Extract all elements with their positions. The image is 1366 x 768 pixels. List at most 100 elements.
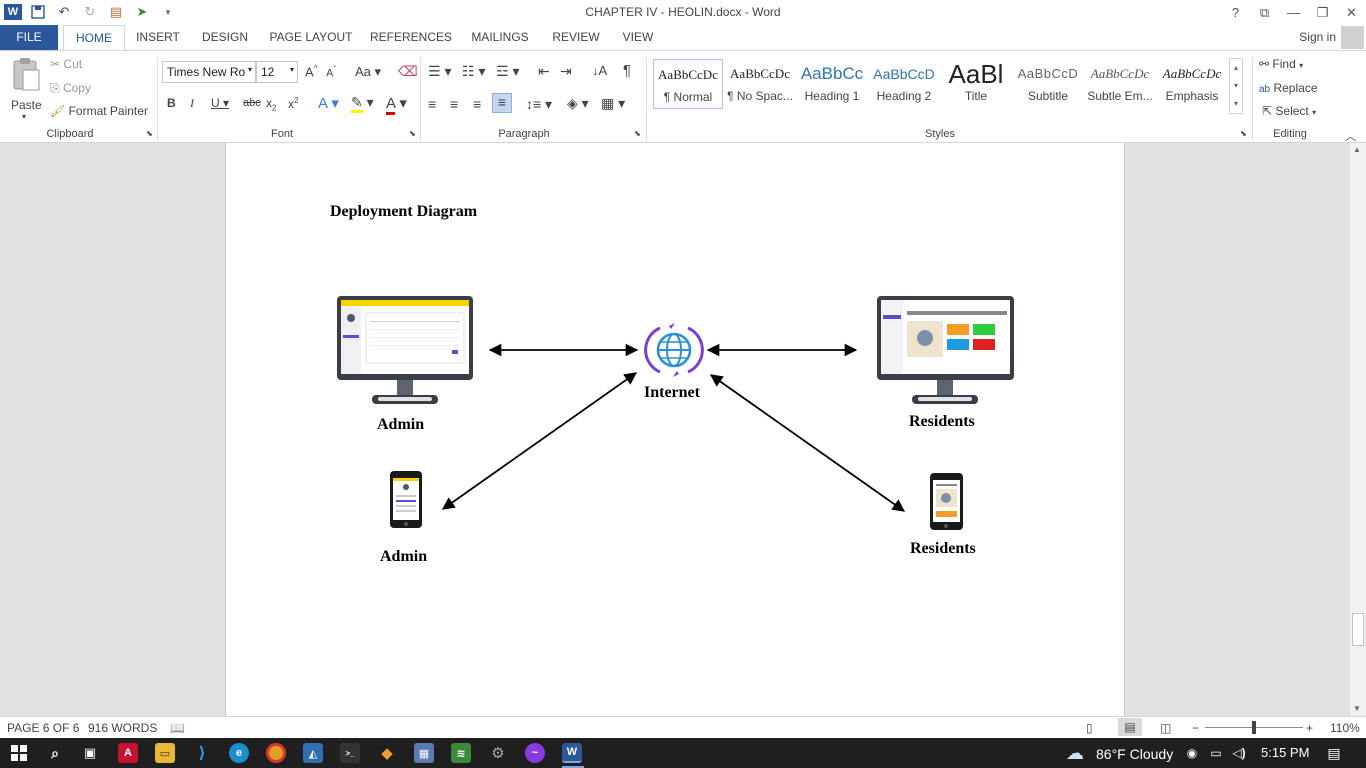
zoom-out-icon[interactable]: −	[1192, 721, 1200, 735]
start-icon[interactable]	[9, 743, 29, 763]
close-button[interactable]: ✕	[1346, 4, 1357, 20]
tab-mailings[interactable]: MAILINGS	[471, 30, 529, 44]
read-mode-icon[interactable]: ▯	[1086, 721, 1093, 735]
font-launcher-icon[interactable]: ⬊	[409, 129, 416, 138]
clipboard-launcher-icon[interactable]: ⬊	[146, 129, 153, 138]
file-explorer-icon[interactable]: ▭	[155, 743, 175, 763]
redo-icon[interactable]: ↻	[84, 4, 96, 19]
underline-button[interactable]: U ▾	[211, 96, 230, 110]
save-icon[interactable]	[28, 2, 48, 22]
align-left-button[interactable]: ≡	[428, 96, 437, 112]
align-right-button[interactable]: ≡	[473, 96, 482, 112]
minimize-button[interactable]: —	[1287, 5, 1300, 20]
font-name-box[interactable]: Times New Ro▾	[162, 61, 256, 83]
control-panel-icon[interactable]: ▦	[414, 743, 434, 763]
numbering-button[interactable]: ☷ ▾	[462, 63, 486, 79]
change-case-button[interactable]: Aa ▾	[355, 64, 382, 79]
copy-button[interactable]: ⎘ Copy	[50, 81, 91, 96]
paste-button[interactable]: Paste ▾	[8, 56, 44, 122]
bullets-button[interactable]: ☰ ▾	[428, 63, 452, 79]
zoom-level[interactable]: 110%	[1330, 721, 1360, 735]
proofing-icon[interactable]: 📖	[170, 721, 185, 735]
replace-button[interactable]: ab Replace	[1259, 81, 1318, 95]
find-button[interactable]: ⚯ Find ▾	[1259, 57, 1304, 71]
bluestacks-icon[interactable]: ≋	[451, 743, 471, 763]
format-painter-button[interactable]: 🖌 Format Painter	[50, 104, 148, 118]
style-heading-2[interactable]: AaBbCcD Heading 2	[869, 59, 939, 109]
tab-review[interactable]: REVIEW	[552, 30, 600, 44]
paste-dropdown-icon[interactable]: ▾	[22, 112, 27, 121]
superscript-button[interactable]: x2	[288, 96, 299, 111]
text-effects-button[interactable]: A ▾	[318, 95, 339, 112]
vertical-scrollbar[interactable]: ▲ ▼	[1350, 143, 1366, 716]
grow-font-button[interactable]: A^	[305, 64, 318, 80]
sort-button[interactable]: ↓A	[592, 63, 608, 78]
vscode-icon[interactable]: ⟩	[198, 745, 206, 762]
web-layout-icon[interactable]: ◫	[1160, 721, 1172, 735]
sign-in-link[interactable]: Sign in	[1299, 30, 1336, 44]
restore-button[interactable]: ❐	[1316, 4, 1329, 20]
chrome-icon[interactable]	[266, 743, 286, 763]
shading-button[interactable]: ◈ ▾	[567, 95, 589, 111]
tab-page-layout[interactable]: PAGE LAYOUT	[269, 30, 353, 44]
italic-button[interactable]: I	[190, 96, 194, 110]
style-no-spacing[interactable]: AaBbCcDc ¶ No Spac...	[725, 59, 795, 109]
ribbon-display-icon[interactable]: ⧉	[1259, 4, 1270, 20]
print-layout-icon[interactable]: ▤	[1118, 718, 1142, 736]
tab-insert[interactable]: INSERT	[136, 30, 180, 44]
styles-scroll[interactable]: ▴▾▾	[1229, 58, 1243, 114]
style-emphasis[interactable]: AaBbCcDc Emphasis	[1157, 59, 1227, 109]
zoom-slider-thumb[interactable]	[1252, 721, 1256, 734]
clear-formatting-icon[interactable]: ⌫	[398, 63, 418, 79]
strikethrough-button[interactable]: abc	[243, 97, 261, 109]
shrink-font-button[interactable]: Aˇ	[326, 65, 337, 80]
task-view-icon[interactable]: ▣	[83, 745, 97, 760]
help-icon[interactable]: ?	[1231, 5, 1240, 20]
highlight-button[interactable]: ✎ ▾	[351, 94, 374, 113]
meet-now-icon[interactable]: ◉	[1186, 746, 1198, 760]
line-spacing-button[interactable]: ↕≡ ▾	[526, 96, 553, 112]
avatar[interactable]	[1341, 26, 1364, 49]
style-heading-1[interactable]: AaBbCc Heading 1	[797, 59, 867, 109]
style-normal[interactable]: AaBbCcDc ¶ Normal	[653, 59, 723, 109]
tab-view[interactable]: VIEW	[622, 30, 654, 44]
zoom-in-icon[interactable]: +	[1306, 721, 1314, 735]
document-page[interactable]: Deployment Diagram	[225, 143, 1125, 716]
page-count[interactable]: PAGE 6 OF 6	[7, 721, 80, 735]
tab-design[interactable]: DESIGN	[201, 30, 248, 44]
new-doc-icon[interactable]: ▤	[109, 4, 123, 19]
scroll-thumb[interactable]	[1352, 613, 1364, 646]
mysql-icon[interactable]: ◭	[303, 743, 323, 763]
borders-button[interactable]: ▦ ▾	[601, 95, 626, 111]
customize-qat-icon[interactable]: ▾	[165, 6, 171, 17]
cut-button[interactable]: ✂ Cut	[50, 57, 82, 71]
volume-icon[interactable]: ◁)	[1232, 746, 1246, 760]
paragraph-launcher-icon[interactable]: ⬊	[634, 129, 641, 138]
git-icon[interactable]: ◆	[381, 745, 393, 762]
style-subtle-emphasis[interactable]: AaBbCcDc Subtle Em...	[1085, 59, 1155, 109]
multilevel-list-button[interactable]: ☲ ▾	[496, 63, 520, 79]
tab-file[interactable]: FILE	[0, 25, 58, 50]
collapse-ribbon-icon[interactable]: ︿	[1345, 131, 1356, 143]
clock-time[interactable]: 5:15 PM	[1261, 745, 1310, 760]
font-color-button[interactable]: A ▾	[386, 94, 407, 115]
show-marks-button[interactable]: ¶	[623, 62, 632, 79]
messenger-icon[interactable]: ~	[525, 743, 545, 763]
tab-references[interactable]: REFERENCES	[370, 30, 453, 44]
undo-icon[interactable]: ↶	[58, 4, 70, 19]
search-icon[interactable]: ⌕	[51, 744, 59, 761]
increase-indent-button[interactable]: ⇥	[560, 63, 572, 79]
styles-launcher-icon[interactable]: ⬊	[1240, 129, 1247, 138]
network-icon[interactable]: ▭	[1210, 746, 1222, 760]
font-size-box[interactable]: 12▾	[256, 61, 298, 83]
justify-button[interactable]: ≡	[492, 93, 512, 113]
terminal-icon[interactable]: >_	[340, 743, 360, 763]
steam-icon[interactable]: ⚙	[491, 745, 505, 762]
weather-text[interactable]: 86°F Cloudy	[1096, 746, 1174, 762]
tab-home[interactable]: HOME	[63, 25, 125, 51]
align-center-button[interactable]: ≡	[450, 96, 459, 112]
subscript-button[interactable]: x2	[266, 96, 277, 113]
send-icon[interactable]: ➤	[136, 4, 148, 19]
select-button[interactable]: ⇱ Select ▾	[1262, 104, 1317, 118]
word-taskbar-icon[interactable]: W	[562, 743, 582, 763]
